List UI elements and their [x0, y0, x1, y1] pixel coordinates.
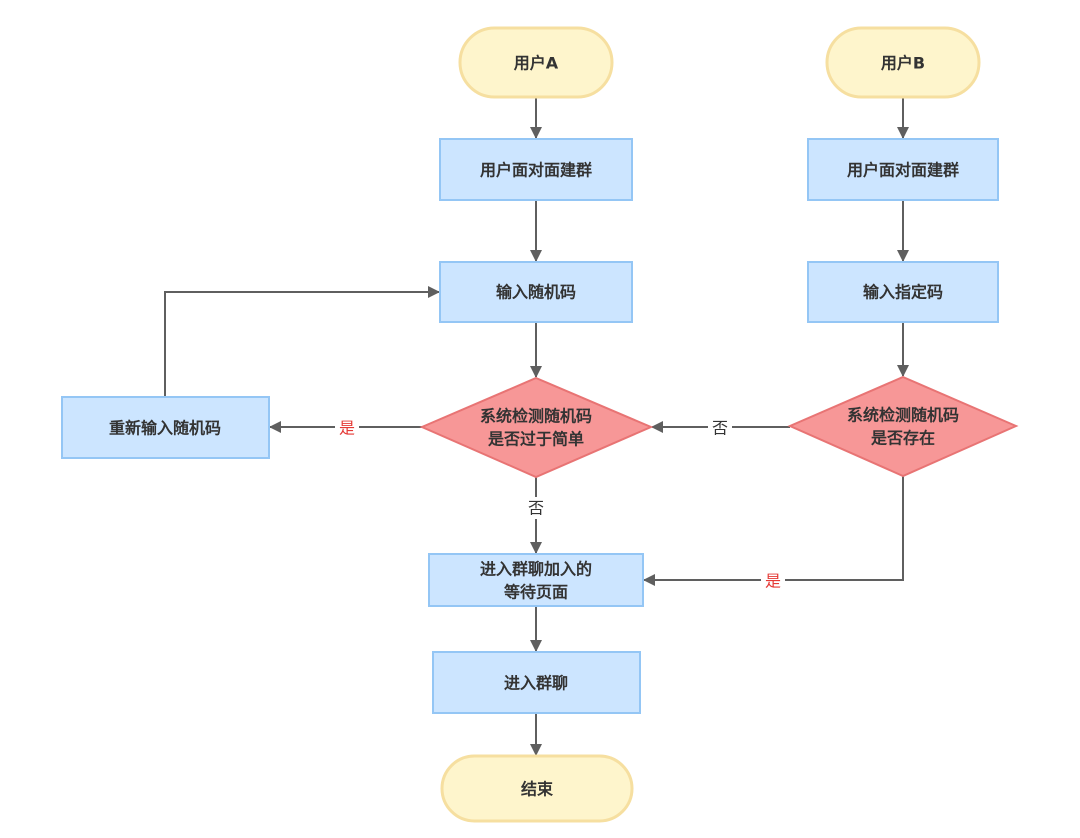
node-create-group-b-shape: [807, 138, 999, 201]
node-waiting-page-shape: [428, 553, 644, 607]
node-reinput-random-label: 重新输入随机码: [109, 419, 221, 438]
node-check-exists-line-1: 系统检测随机码: [847, 406, 959, 425]
node-create-group-a-label: 用户面对面建群: [480, 161, 592, 180]
node-reinput-random-shape: [61, 396, 270, 459]
edge-check-exists-yes: [643, 476, 904, 586]
node-input-specified: 输入指定码: [807, 261, 999, 323]
edges: [164, 97, 909, 756]
node-enter-group-label: 进入群聊: [504, 674, 568, 693]
node-input-specified-label: 输入指定码: [863, 283, 943, 302]
node-create-group-a-shape: [439, 138, 633, 201]
label-check-exists-no: 否: [708, 417, 732, 439]
node-create-group-a: 用户面对面建群: [439, 138, 633, 201]
node-check-simple-line-2: 是否过于简单: [487, 430, 584, 449]
node-user-b-shape: [825, 26, 981, 99]
node-waiting-page: 进入群聊加入的 等待页面: [428, 553, 644, 607]
node-user-b-label: 用户B: [881, 54, 925, 73]
node-waiting-page-line-2: 等待页面: [503, 583, 568, 602]
node-end-label: 结束: [520, 780, 554, 799]
node-input-specified-shape: [807, 261, 999, 323]
node-enter-group-shape: [432, 651, 641, 714]
label-check-simple-yes: 是: [335, 417, 359, 439]
label-check-exists-no-text: 否: [712, 419, 728, 438]
node-user-a: 用户A: [458, 26, 614, 99]
node-reinput-random: 重新输入随机码: [61, 396, 270, 459]
label-check-exists-yes: 是: [761, 570, 785, 592]
node-create-group-b-label: 用户面对面建群: [847, 161, 959, 180]
node-check-exists: 系统检测随机码 是否存在: [787, 375, 1019, 478]
edge-reinput-to-input-random: [164, 286, 440, 397]
node-check-simple-line-1: 系统检测随机码: [480, 407, 592, 426]
label-check-simple-no: 否: [524, 497, 548, 519]
node-check-simple-shape: [419, 376, 654, 479]
edge-labels: 否 是 否 是: [335, 417, 785, 592]
node-waiting-page-line-1: 进入群聊加入的: [480, 560, 592, 579]
node-check-exists-shape: [787, 375, 1019, 478]
node-end-shape: [440, 754, 634, 823]
node-user-a-label: 用户A: [514, 54, 559, 73]
label-check-simple-no-text: 否: [528, 499, 544, 518]
node-input-random: 输入随机码: [439, 261, 633, 323]
node-input-random-shape: [439, 261, 633, 323]
node-check-exists-line-2: 是否存在: [870, 429, 935, 448]
node-create-group-b: 用户面对面建群: [807, 138, 999, 201]
node-check-simple: 系统检测随机码 是否过于简单: [419, 376, 654, 479]
node-user-b: 用户B: [825, 26, 981, 99]
label-check-exists-yes-text: 是: [765, 572, 781, 591]
node-end: 结束: [440, 754, 634, 823]
node-user-a-shape: [458, 26, 614, 99]
node-input-random-label: 输入随机码: [496, 283, 576, 302]
node-enter-group: 进入群聊: [432, 651, 641, 714]
label-check-simple-yes-text: 是: [339, 419, 355, 438]
